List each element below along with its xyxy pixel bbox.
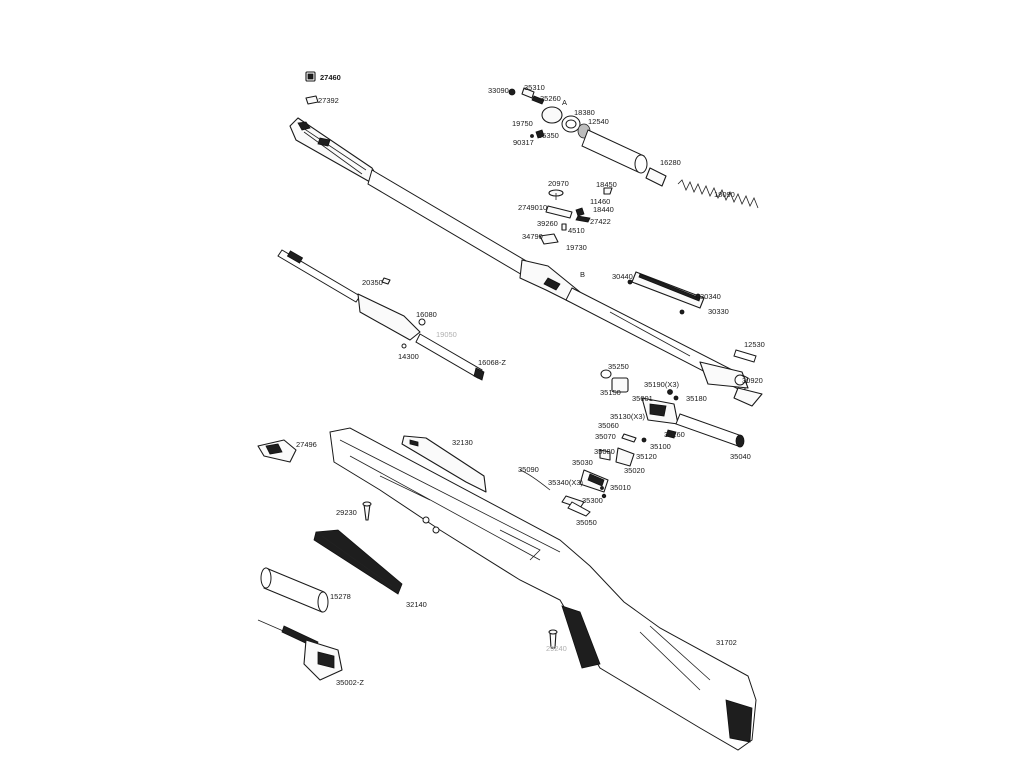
label-34790: 34790 (522, 232, 543, 241)
label-35060: 35060 (598, 421, 619, 430)
label-35100: 35100 (650, 442, 671, 451)
label-35120: 35120 (636, 452, 657, 461)
label-A: A (562, 98, 568, 107)
front-sight-parts (305, 71, 319, 105)
label-35150: 35150 (600, 388, 621, 397)
label-20970: 20970 (548, 179, 569, 188)
label-16080: 16080 (416, 310, 437, 319)
label-31702: 31702 (716, 638, 737, 647)
label-35350: 35350 (538, 131, 559, 140)
piston-spring-assembly (508, 87, 759, 209)
label-35310: 35310 (524, 83, 545, 92)
label-35160: 35160 (664, 430, 685, 439)
cylinder-part (260, 567, 329, 613)
label-16280: 16280 (660, 158, 681, 167)
safety-parts (539, 187, 613, 245)
label-35002-z: 35002-Z (336, 678, 364, 687)
label-35130x3: 35130(X3) (610, 412, 646, 421)
scope-rail (627, 271, 705, 315)
label-27460: 27460 (320, 73, 341, 82)
label-35190x3: 35190(X3) (644, 380, 680, 389)
label-35020: 35020 (624, 466, 645, 475)
end-cap (733, 349, 763, 407)
rear-sight (257, 439, 297, 463)
label-16068-z: 16068-Z (478, 358, 506, 367)
label-12530: 12530 (744, 340, 765, 349)
label-35180: 35180 (686, 394, 707, 403)
label-35260: 35260 (540, 94, 561, 103)
label-18440: 18440 (593, 205, 614, 214)
label-2749010: 2749010 (518, 203, 548, 212)
label-35040: 35040 (730, 452, 751, 461)
label-18450: 18450 (596, 180, 617, 189)
label-19750: 19750 (512, 119, 533, 128)
label-32140: 32140 (406, 600, 427, 609)
stock-screws (362, 501, 558, 649)
label-14300: 14300 (398, 352, 419, 361)
trigger-group (519, 369, 745, 517)
label-35030: 35030 (572, 458, 593, 467)
label-12540: 12540 (588, 117, 609, 126)
label-19050: 19050 (436, 330, 457, 339)
label-32130: 32130 (452, 438, 473, 447)
label-90317: 90317 (513, 138, 534, 147)
label-29230: 29230 (336, 508, 357, 517)
grip-panel (313, 529, 403, 595)
cocking-lever-assembly (277, 249, 485, 381)
label-35070: 35070 (595, 432, 616, 441)
mainspring (677, 179, 759, 209)
label-35250: 35250 (608, 362, 629, 371)
barrel-assembly (289, 117, 749, 393)
label-39260: 39260 (537, 219, 558, 228)
trigger-unit (257, 619, 343, 681)
label-27496: 27496 (296, 440, 317, 449)
label-30340: 30340 (700, 292, 721, 301)
label-35090: 35090 (518, 465, 539, 474)
label-11460: 11460 (590, 197, 611, 206)
label-35080: 35080 (594, 447, 615, 456)
label-30330: 30330 (708, 307, 729, 316)
label-35001: 35001 (632, 394, 653, 403)
stock (329, 427, 757, 751)
label-33090: 33090 (488, 86, 509, 95)
label-27422: 27422 (590, 217, 611, 226)
label-15278: 15278 (330, 592, 351, 601)
label-35010: 35010 (610, 483, 631, 492)
forend-insert (401, 435, 487, 493)
label-4510: 4510 (568, 226, 585, 235)
label-18380: 18380 (574, 108, 595, 117)
label-18090: 18090 (714, 190, 735, 199)
label-20350: 20350 (362, 278, 383, 287)
label-35050: 35050 (576, 518, 597, 527)
label-27392: 27392 (318, 96, 339, 105)
label-35300: 35300 (582, 496, 603, 505)
label-30440: 30440 (612, 272, 633, 281)
label-B: B (580, 270, 586, 279)
label-29240: 29240 (546, 644, 567, 653)
label-35340x3: 35340(X3) (548, 478, 584, 487)
label-30920: 30920 (742, 376, 763, 385)
label-19730: 19730 (566, 243, 587, 252)
